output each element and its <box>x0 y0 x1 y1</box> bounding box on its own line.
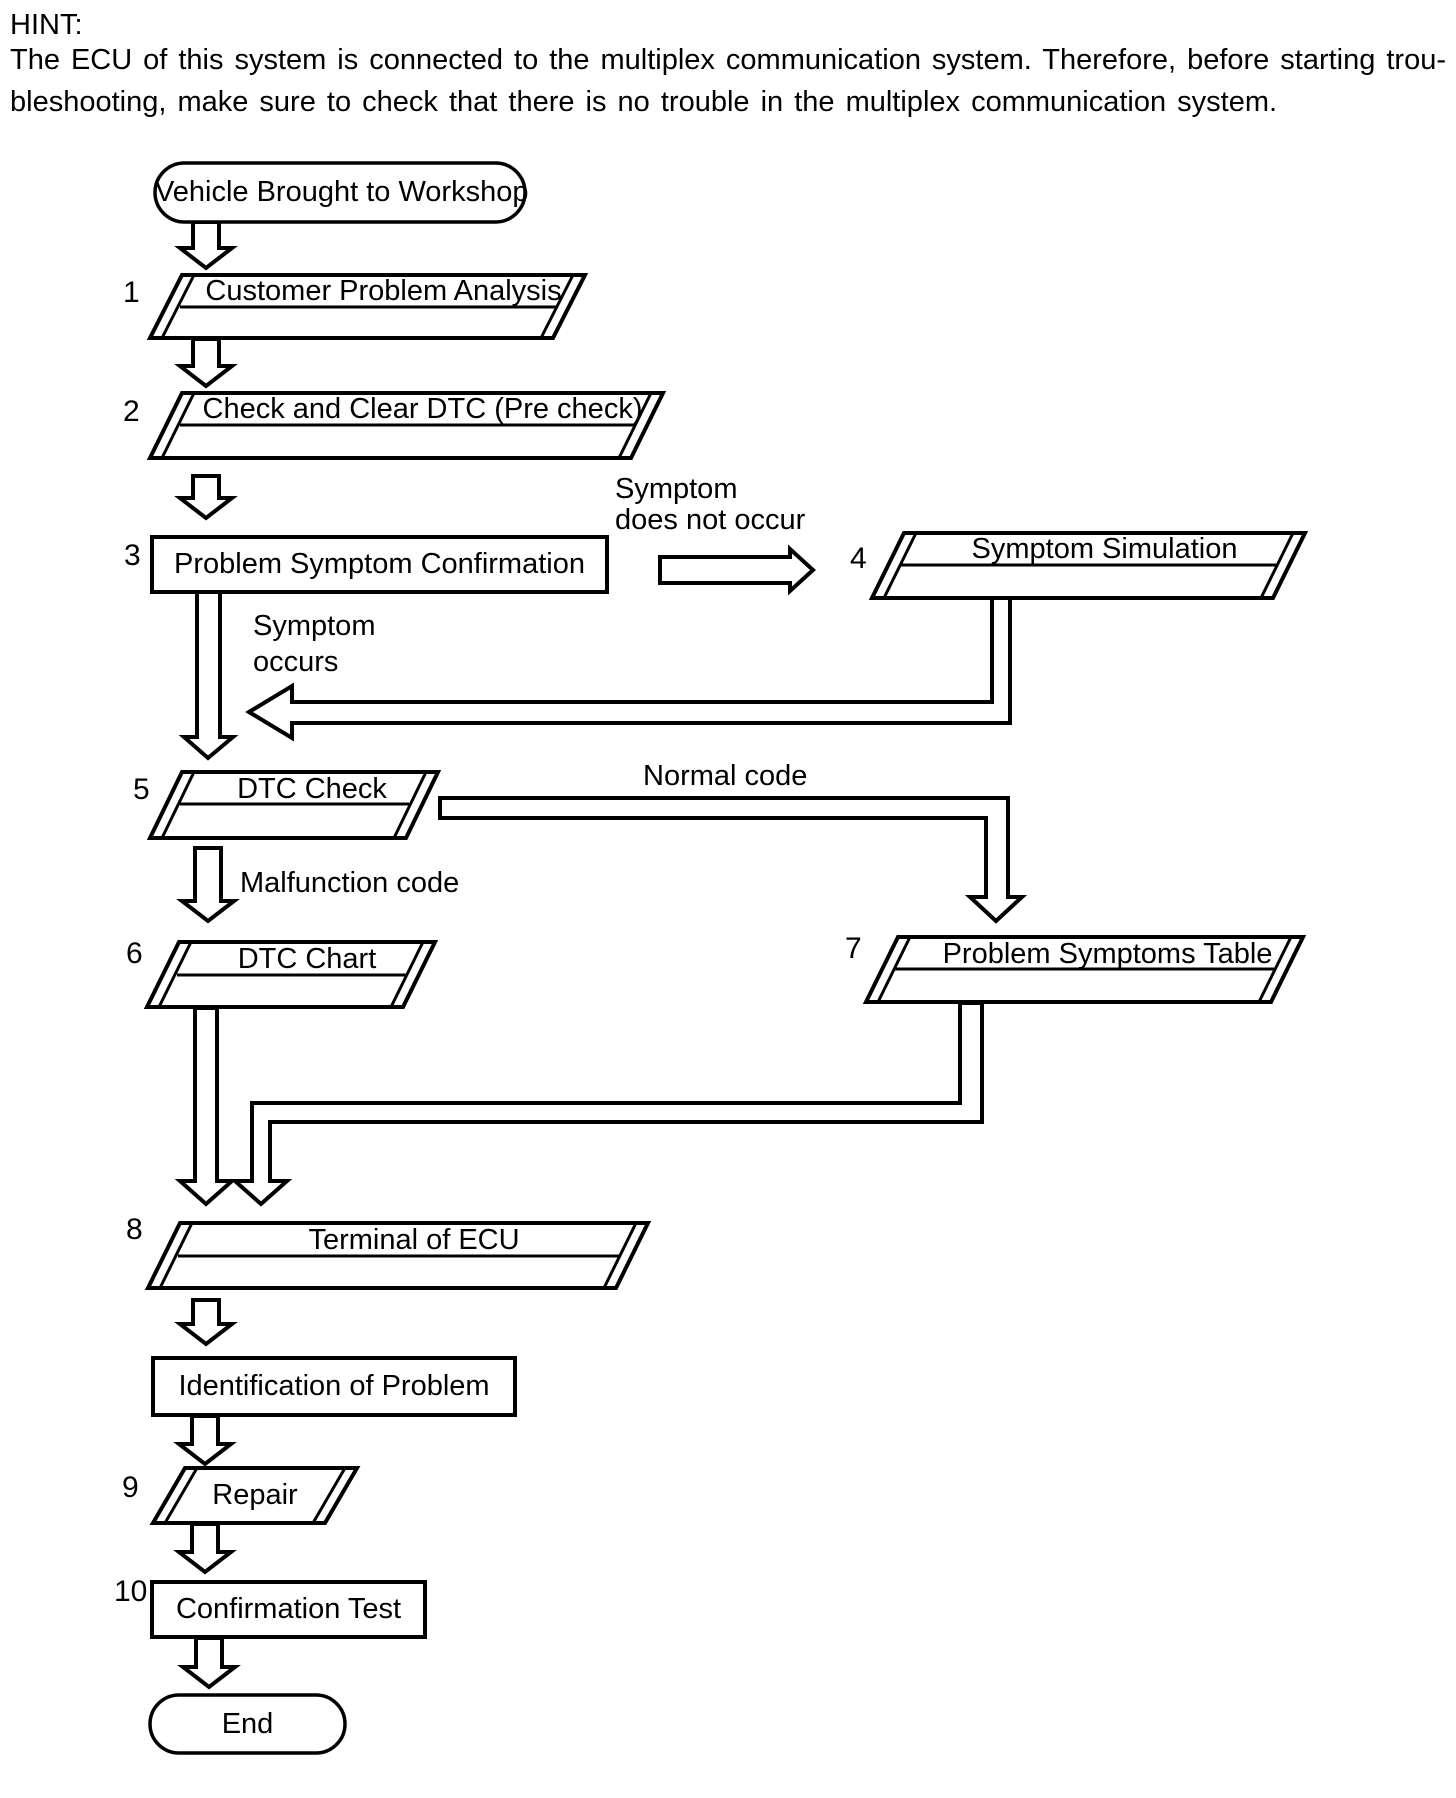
hint-line-1: The ECU of this system is connected to t… <box>10 44 1446 76</box>
step10-shape <box>150 1580 427 1639</box>
step9-label: Repair <box>212 1479 298 1511</box>
start-label: Vehicle Brought to Workshop <box>155 176 529 208</box>
step3-label: Problem Symptom Confirmation <box>174 548 585 580</box>
step6-number: 6 <box>126 937 143 970</box>
step6-shape-detail <box>157 941 425 1008</box>
step4-label: Symptom Simulation <box>971 533 1238 565</box>
identification-shape <box>151 1356 517 1417</box>
step7-number: 7 <box>845 932 862 965</box>
connector-7-to-8 <box>229 1001 984 1207</box>
step10-number: 10 <box>114 1575 148 1608</box>
label-symptom-occurs: Symptom occurs <box>253 608 375 680</box>
step2-shape-detail <box>160 392 653 459</box>
step1-number: 1 <box>123 276 140 309</box>
step2-label: Check and Clear DTC (Pre check) <box>202 393 643 425</box>
flow-arrow-2-to-3 <box>174 474 238 521</box>
identification-label: Identification of Problem <box>178 1370 490 1402</box>
step9-shape-detail <box>163 1467 347 1524</box>
flow-arrow-1-to-2 <box>174 337 238 389</box>
label-symptom-occurs-line1: Symptom <box>253 610 376 642</box>
step9-shape <box>149 1466 361 1525</box>
step5-label: DTC Check <box>237 773 387 805</box>
end-label: End <box>221 1708 274 1740</box>
step2-number: 2 <box>123 395 140 428</box>
flow-arrow-start-to-1 <box>174 220 238 271</box>
hint-heading: HINT: <box>10 9 83 41</box>
step5-number: 5 <box>133 773 150 806</box>
flow-arrow-identification-to-9 <box>173 1414 237 1467</box>
flow-arrow-5-to-6-malfunction <box>176 846 240 924</box>
step8-label: Terminal of ECU <box>308 1224 520 1256</box>
label-symptom-does-not-occur-line1: Symptom <box>615 473 738 505</box>
step7-label: Problem Symptoms Table <box>942 938 1273 970</box>
step5-shape-detail <box>160 771 428 839</box>
flow-arrow-9-to-10 <box>173 1522 237 1575</box>
flow-arrow-10-to-end <box>177 1636 241 1690</box>
step3-number: 3 <box>124 539 141 572</box>
label-normal-code: Normal code <box>643 760 808 792</box>
step9-number: 9 <box>122 1471 139 1504</box>
step4-number: 4 <box>850 542 867 575</box>
start-terminator <box>153 161 527 224</box>
hint-line-2: bleshooting, make sure to check that the… <box>10 86 1278 118</box>
label-symptom-does-not-occur-line2: does not occur <box>615 504 806 536</box>
step1-shape-detail <box>160 274 575 339</box>
end-terminator <box>148 1693 347 1755</box>
connector-6-to-8 <box>174 1006 238 1207</box>
connector-normal-code <box>438 796 1028 924</box>
label-symptom-occurs-line2: occurs <box>253 646 339 678</box>
step1-label: Customer Problem Analysis <box>205 275 562 307</box>
flow-arrow-8-to-identification <box>174 1298 238 1347</box>
step6-label: DTC Chart <box>237 943 377 975</box>
connector-symptom-simulation-return <box>245 596 1012 742</box>
flow-arrow-symptom-occurs <box>178 590 239 761</box>
label-symptom-does-not-occur: Symptom does not occur <box>615 474 805 536</box>
step8-number: 8 <box>126 1213 143 1246</box>
step7-shape-detail <box>876 936 1293 1003</box>
step3-shape <box>150 535 609 594</box>
step8-shape-detail <box>158 1222 638 1289</box>
flow-arrow-3-to-4-symptom-does-not-occur <box>658 544 816 596</box>
step4-shape-detail <box>882 532 1295 599</box>
step10-label: Confirmation Test <box>175 1593 402 1625</box>
label-malfunction-code: Malfunction code <box>240 867 460 899</box>
